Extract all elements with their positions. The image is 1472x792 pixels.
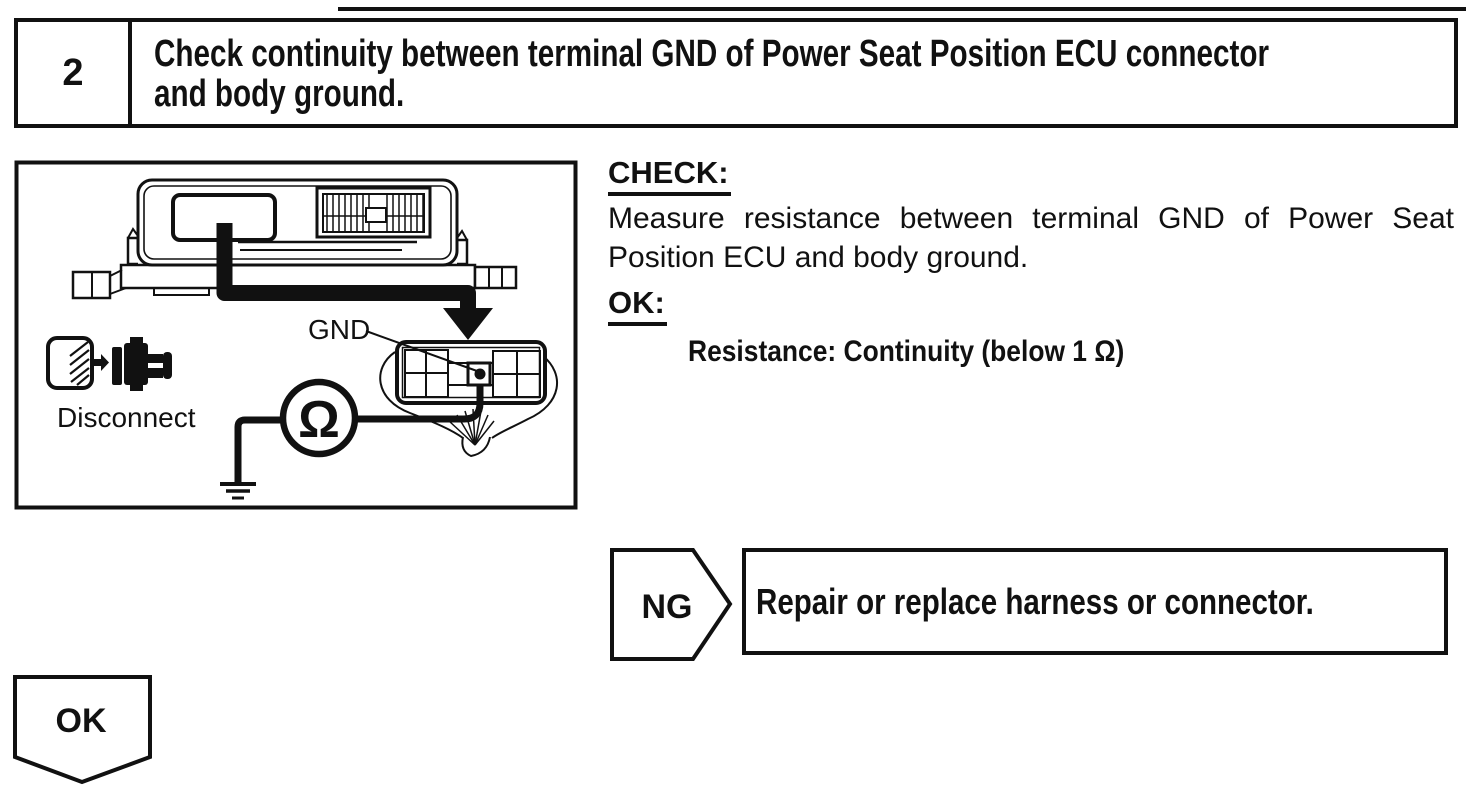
ohmmeter-icon: Ω xyxy=(279,378,359,458)
check-heading-label: CHECK: xyxy=(608,156,731,196)
ok-connector-shape: OK xyxy=(13,675,152,785)
ok-heading-label: OK: xyxy=(608,286,667,326)
figure-diagram: Ω GND Disc xyxy=(14,160,578,510)
ok-heading: OK: xyxy=(608,286,1454,326)
check-section: CHECK: Measure resistance between termin… xyxy=(608,156,1454,370)
step-instruction-line-1: Check continuity between terminal GND of… xyxy=(154,33,1269,75)
ng-action-text: Repair or replace harness or connector. xyxy=(756,580,1314,622)
step-instruction: Check continuity between terminal GND of… xyxy=(132,22,1472,124)
check-line-2: Position ECU and body ground. xyxy=(608,241,1029,274)
ng-action-box: Repair or replace harness or connector. xyxy=(742,548,1448,655)
ng-label: NG xyxy=(642,588,693,626)
check-paragraph: Measure resistance between terminal GND … xyxy=(608,199,1454,277)
top-rule xyxy=(338,7,1466,11)
disconnect-label: Disconnect xyxy=(57,402,196,433)
ohm-symbol: Ω xyxy=(298,391,340,449)
ok-specification: Resistance: Continuity (below 1 Ω) xyxy=(688,335,1125,368)
wire-arrow-icon xyxy=(216,223,493,340)
gnd-label: GND xyxy=(308,314,370,345)
gnd-terminal-dot xyxy=(474,368,486,380)
test-leads xyxy=(234,376,484,482)
step-header: 2 Check continuity between terminal GND … xyxy=(14,18,1458,128)
ground-symbol-icon xyxy=(220,482,256,500)
disconnect-arrow-icon xyxy=(93,354,109,371)
ng-connector-shape: NG xyxy=(610,548,733,661)
check-line-1: Measure resistance between terminal GND … xyxy=(608,202,1454,235)
disconnect-icon xyxy=(46,336,172,391)
gnd-leader-line xyxy=(365,330,478,372)
check-heading: CHECK: xyxy=(608,156,1454,196)
step-instruction-line-2: and body ground. xyxy=(154,73,405,115)
ok-label: OK xyxy=(56,702,107,740)
step-number: 2 xyxy=(18,22,132,124)
ecu-illustration xyxy=(136,178,459,267)
